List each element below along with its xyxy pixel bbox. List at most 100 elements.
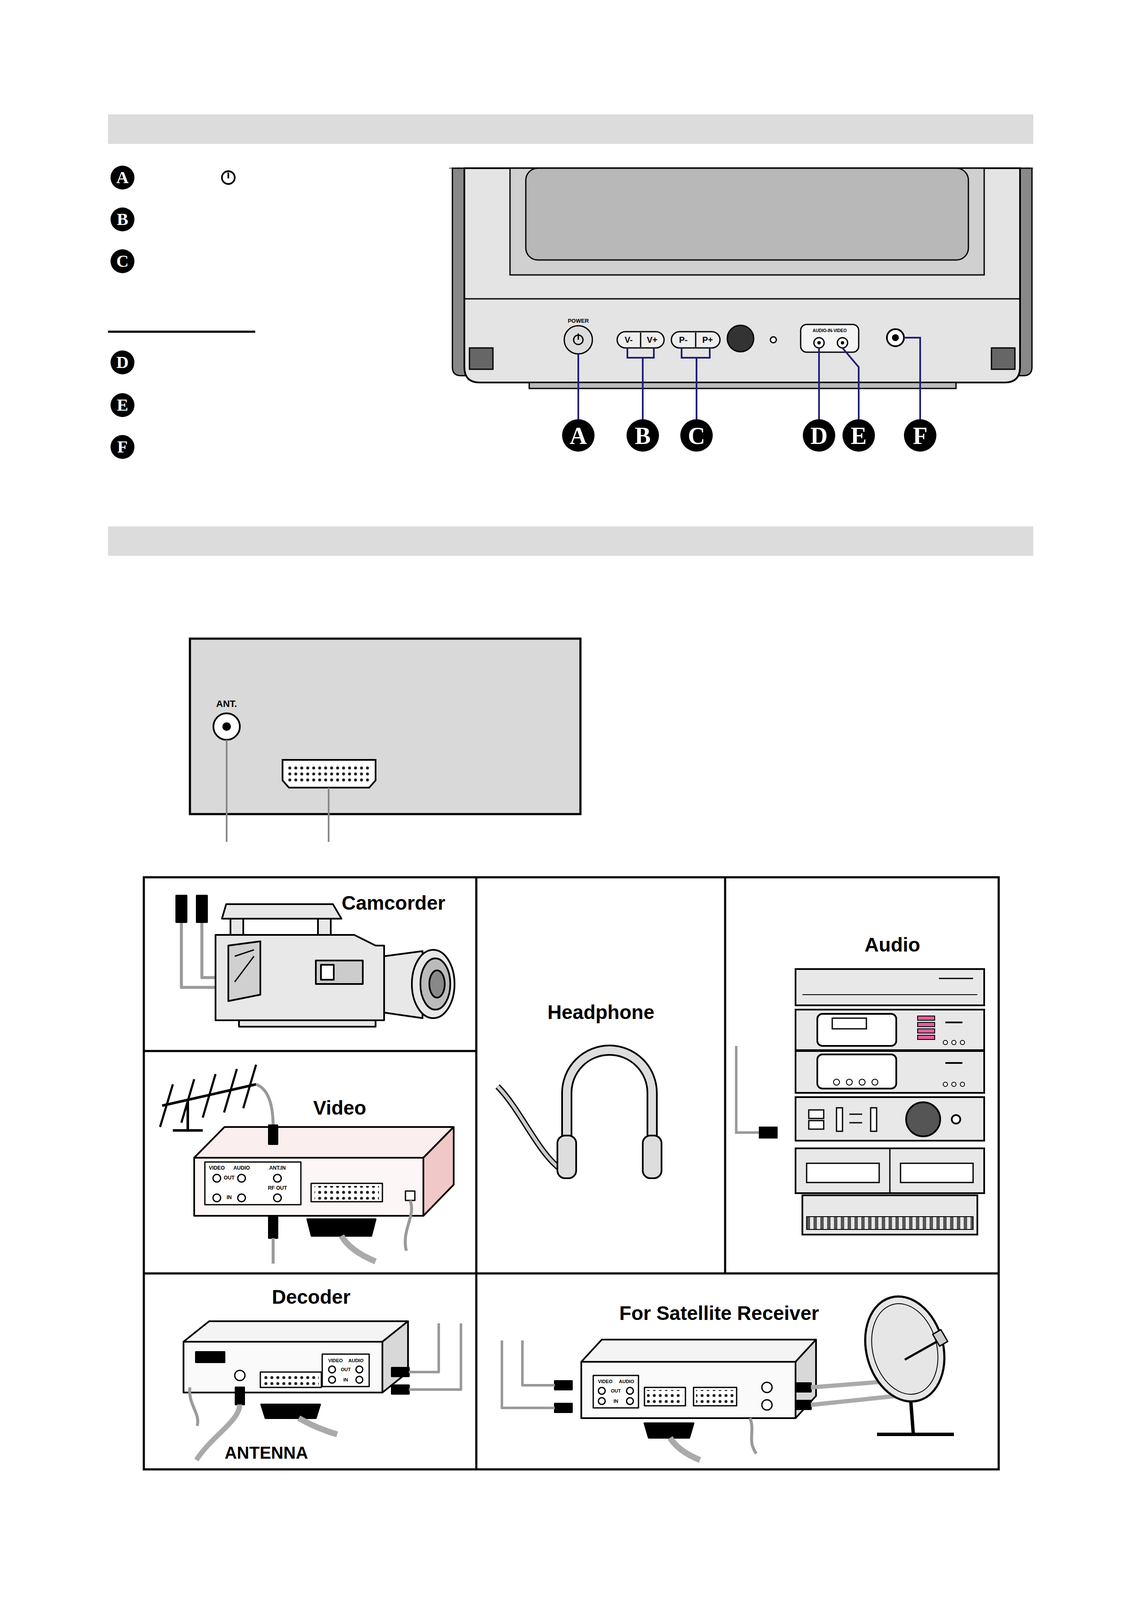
audio-system — [951, 1040, 957, 1045]
audio-system — [806, 1216, 974, 1230]
camcorder — [429, 970, 445, 998]
device-cell: Decoder — [143, 1273, 477, 1470]
callout-letter: A — [116, 168, 129, 187]
list-markers — [110, 165, 135, 190]
video-recorder — [268, 1216, 278, 1238]
video-recorder — [194, 1157, 424, 1216]
device-cell: Audio — [725, 877, 999, 1274]
tv-front — [464, 298, 1021, 300]
device-name: For Satellite Receiver — [619, 1302, 820, 1324]
satellite-receiver — [932, 1329, 948, 1347]
callout-letter: E — [850, 422, 867, 450]
decoder — [355, 1365, 363, 1373]
leader-line — [577, 353, 580, 420]
video-recorder — [237, 1174, 246, 1182]
video-recorder — [405, 1200, 412, 1251]
section-bar — [107, 526, 1034, 556]
decoder — [391, 1384, 409, 1394]
audio-system — [917, 1015, 935, 1021]
video-recorder — [256, 1084, 274, 1127]
button-label: V+ — [646, 335, 658, 345]
list-markers — [110, 207, 135, 232]
video-recorder — [237, 1193, 246, 1202]
audio-system — [960, 1040, 965, 1045]
callout-letter: B — [116, 209, 129, 229]
power-symbol — [227, 172, 230, 179]
audio-system — [759, 1127, 777, 1138]
audio-system — [945, 1021, 963, 1024]
device-name: Headphone — [547, 1001, 655, 1024]
jack-label: IN — [226, 1194, 232, 1201]
audio-system — [906, 1101, 941, 1137]
section-bar — [107, 114, 1034, 144]
audio-system — [917, 1034, 935, 1040]
audio-system — [802, 1195, 978, 1235]
tv-front — [564, 325, 593, 354]
tv-front — [577, 333, 580, 340]
power-symbol — [221, 171, 235, 184]
satellite-receiver — [644, 1387, 686, 1406]
tv-front — [817, 341, 821, 345]
audio-system — [795, 1096, 985, 1141]
audio-system — [736, 1045, 760, 1133]
audio-system — [943, 1040, 948, 1045]
camcorder — [215, 934, 385, 1021]
camcorder — [230, 917, 244, 936]
satellite-receiver — [761, 1399, 773, 1410]
list-markers — [107, 165, 256, 459]
satellite-receiver — [501, 1340, 555, 1408]
satellite-receiver — [598, 1387, 634, 1405]
tv-front — [891, 334, 899, 342]
decoder — [328, 1365, 336, 1373]
power-symbol — [221, 171, 235, 184]
camcorder — [411, 949, 455, 1018]
audio-system — [795, 1050, 985, 1093]
audio-system — [802, 993, 978, 995]
cable-label: ANTENNA — [224, 1442, 309, 1462]
callout-letter: D — [116, 352, 129, 372]
video-recorder — [268, 1125, 278, 1144]
audio-system — [795, 968, 985, 1006]
callout-letter: D — [810, 422, 828, 450]
satellite-receiver — [501, 1287, 956, 1460]
audio-system — [938, 977, 974, 980]
decoder — [261, 1404, 321, 1418]
jack-label: AUDIO-IN-VIDEO — [812, 328, 847, 333]
jack-label: VIDEO — [597, 1378, 613, 1384]
decoder — [382, 1320, 409, 1393]
video-recorder — [172, 1128, 203, 1132]
list-markers — [107, 330, 256, 333]
camcorder — [176, 895, 187, 922]
jack-label: VIDEO — [328, 1357, 343, 1363]
decoder — [391, 1367, 409, 1376]
device-name: Audio — [864, 933, 921, 956]
camcorder — [317, 917, 331, 936]
satellite-receiver — [554, 1380, 572, 1390]
rear-panel — [189, 638, 581, 814]
callout-marker — [903, 419, 937, 452]
device-name: Camcorder — [341, 891, 446, 914]
video-recorder — [271, 1237, 275, 1264]
device-cell: For Satellite Receiver — [476, 1273, 999, 1470]
headphone — [642, 1135, 662, 1178]
tv-front — [510, 168, 985, 275]
tv-front — [464, 168, 1021, 383]
satellite-receiver — [795, 1382, 811, 1392]
tv-front — [448, 168, 1034, 389]
callout-marker — [562, 419, 937, 452]
callout-marker — [802, 419, 836, 452]
list-markers — [110, 350, 135, 375]
leader-line — [627, 347, 654, 420]
decoder — [355, 1375, 363, 1383]
jack-label: ANT.IN — [269, 1165, 286, 1171]
headphone — [566, 1049, 653, 1149]
audio-system — [806, 1163, 880, 1183]
callout-marker — [680, 419, 713, 452]
rear-panel — [189, 638, 581, 842]
camcorder — [176, 895, 455, 1027]
tv-front — [837, 337, 848, 348]
list-markers — [110, 393, 135, 417]
video-recorder — [273, 1174, 282, 1182]
